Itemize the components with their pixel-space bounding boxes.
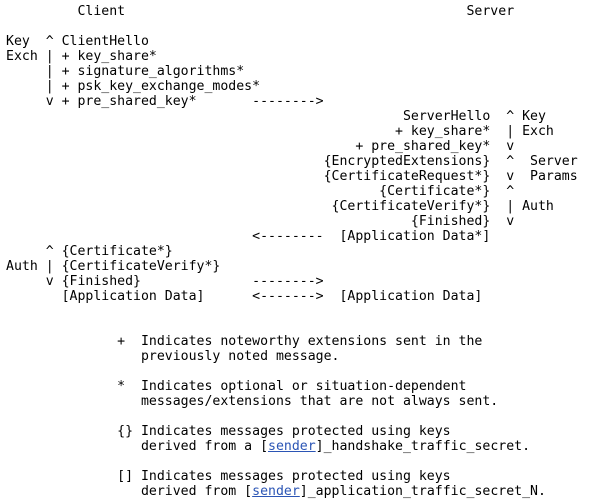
diagram-line: v {Finished} --------> — [6, 274, 324, 289]
diagram-line: Key ^ ClientHello — [6, 34, 149, 49]
diagram-line: {Finished} v — [6, 214, 515, 229]
note-brace-line: {} Indicates messages protected using ke… — [6, 424, 451, 439]
sender-link[interactable]: sender — [252, 484, 300, 499]
note-brace-prefix: derived from a [ — [6, 439, 269, 454]
diagram-line: ServerHello ^ Key — [6, 109, 546, 124]
diagram-line: | + psk_key_exchange_modes* — [6, 79, 261, 94]
diagram-line: + key_share* | Exch — [6, 124, 554, 139]
diagram-line: {CertificateVerify*} | Auth — [6, 199, 554, 214]
diagram-line: | + signature_algorithms* — [6, 64, 245, 79]
diagram-line: Exch | + key_share* — [6, 49, 157, 64]
diagram-line: <-------- [Application Data*] — [6, 229, 491, 244]
blank-line — [6, 319, 578, 334]
diagram-line: {EncryptedExtensions} ^ Server — [6, 154, 578, 169]
note-brace-suffix: ]_handshake_traffic_secret. — [315, 439, 531, 454]
diagram-line: {Certificate*} ^ — [6, 184, 515, 199]
blank-line — [6, 409, 578, 424]
blank-line — [6, 364, 578, 379]
note-bracket-line: derived from [sender]_application_traffi… — [6, 484, 578, 499]
diagram-line: ^ {Certificate*} — [6, 244, 173, 259]
diagram-line: {CertificateRequest*} v Params — [6, 169, 578, 184]
diagram-line: [Application Data] <-------> [Applicatio… — [6, 289, 483, 304]
blank-line — [6, 454, 578, 469]
note-bracket-line: [] Indicates messages protected using ke… — [6, 469, 451, 484]
diagram-line — [6, 19, 578, 34]
note-plus-line: previously noted message. — [6, 349, 340, 364]
note-bracket-prefix: derived from [ — [6, 484, 253, 499]
blank-line — [6, 304, 578, 319]
sender-link[interactable]: sender — [268, 439, 316, 454]
diagram-line: + pre_shared_key* v — [6, 139, 515, 154]
note-star-line: messages/extensions that are not always … — [6, 394, 499, 409]
diagram-line: Auth | {CertificateVerify*} — [6, 259, 221, 274]
note-brace-line: derived from a [sender]_handshake_traffi… — [6, 439, 578, 454]
note-plus-line: + Indicates noteworthy extensions sent i… — [6, 334, 483, 349]
diagram-line: v + pre_shared_key* --------> — [6, 94, 324, 109]
note-star-line: * Indicates optional or situation-depend… — [6, 379, 467, 394]
note-bracket-suffix: ]_application_traffic_secret_N. — [299, 484, 546, 499]
diagram-line: Client Server — [6, 4, 515, 19]
